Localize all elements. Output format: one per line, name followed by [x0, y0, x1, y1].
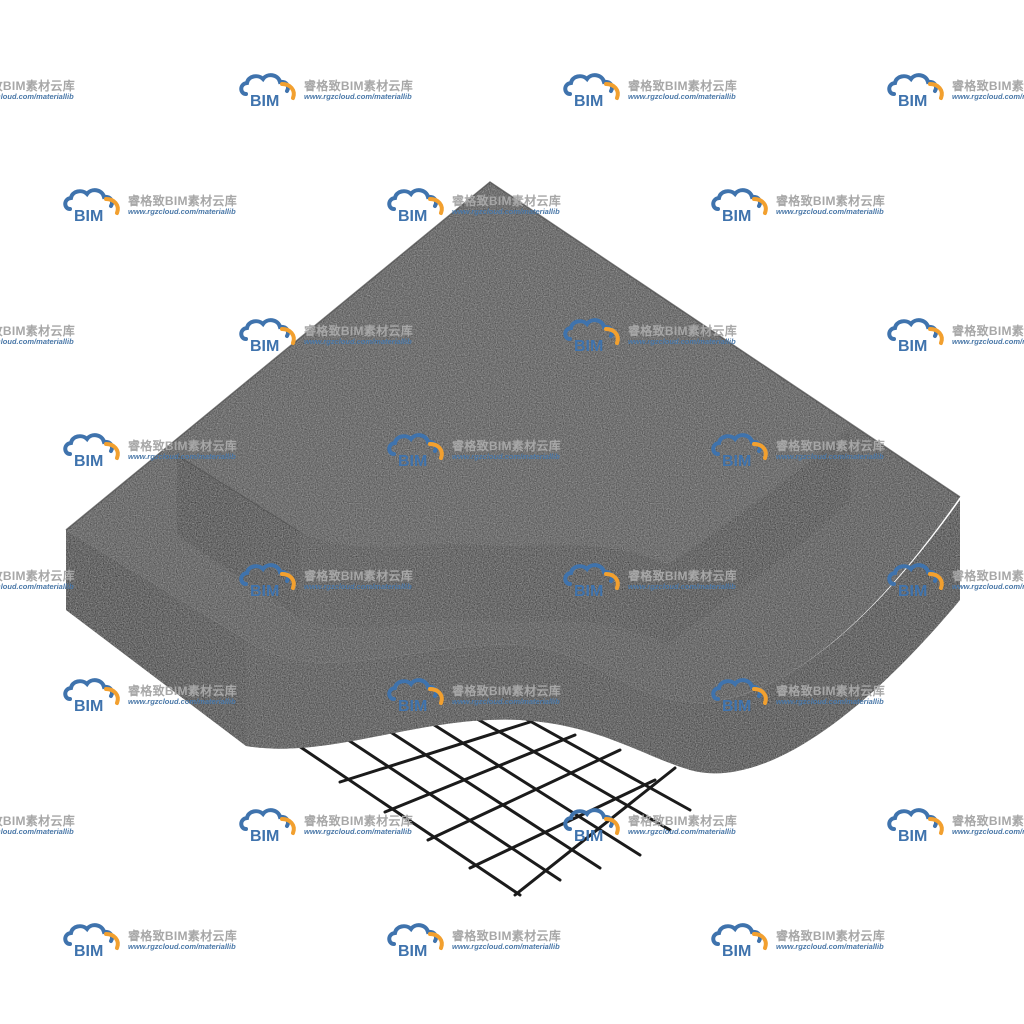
upper-layer-cut-face	[300, 430, 850, 645]
upper-layer-top-surface	[177, 182, 850, 565]
lower-layer-left-face	[66, 530, 246, 746]
lower-layer-cut-face	[246, 500, 960, 774]
rebar-mesh	[288, 708, 692, 897]
